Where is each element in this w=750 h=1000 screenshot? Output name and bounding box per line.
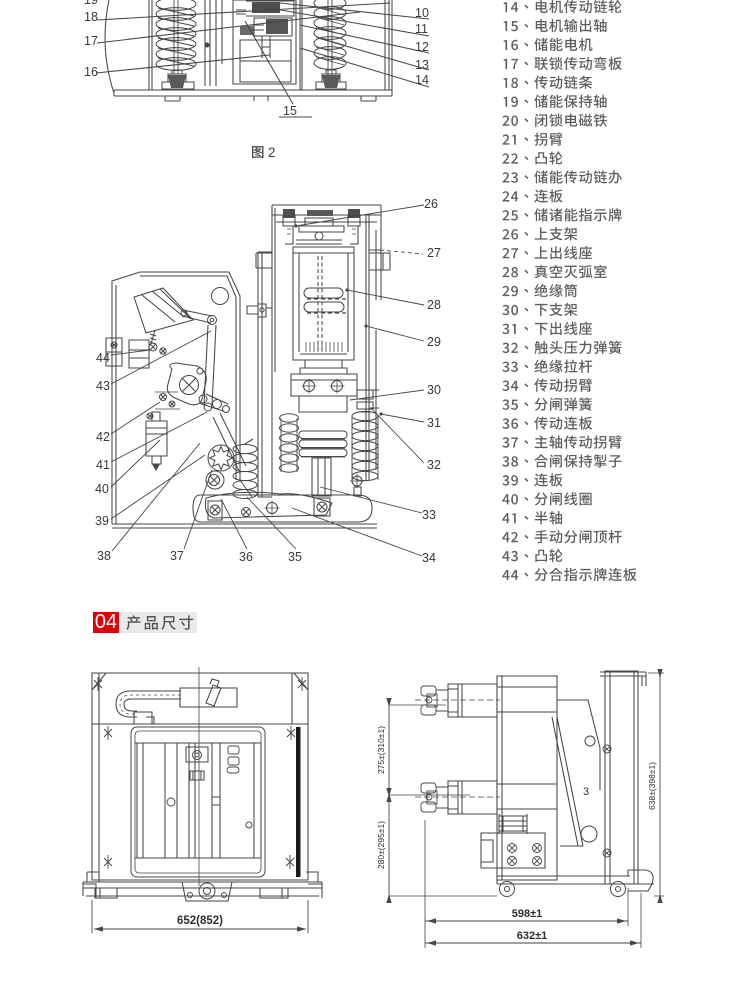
svg-text:44: 44 bbox=[96, 351, 110, 365]
svg-text:28: 28 bbox=[427, 298, 441, 312]
svg-text:280±(295±1): 280±(295±1) bbox=[376, 821, 386, 869]
svg-text:652(852): 652(852) bbox=[177, 915, 223, 927]
svg-text:11: 11 bbox=[415, 22, 428, 36]
svg-text:27: 27 bbox=[427, 246, 441, 260]
svg-text:36: 36 bbox=[239, 550, 253, 564]
svg-text:38: 38 bbox=[97, 549, 111, 563]
svg-text:42: 42 bbox=[96, 430, 110, 444]
svg-text:598±1: 598±1 bbox=[512, 908, 543, 920]
svg-text:18: 18 bbox=[84, 10, 98, 24]
svg-text:13: 13 bbox=[415, 58, 429, 72]
svg-text:32: 32 bbox=[427, 458, 441, 472]
svg-text:43: 43 bbox=[96, 379, 110, 393]
svg-text:2: 2 bbox=[268, 145, 276, 160]
svg-text:15: 15 bbox=[283, 104, 297, 118]
svg-text:31: 31 bbox=[427, 416, 441, 430]
svg-text:35: 35 bbox=[288, 550, 302, 564]
svg-text:26: 26 bbox=[424, 197, 438, 211]
svg-text:275±(310±1): 275±(310±1) bbox=[376, 726, 386, 774]
svg-text:33: 33 bbox=[422, 508, 436, 522]
svg-text:12: 12 bbox=[415, 40, 429, 54]
svg-text:40: 40 bbox=[95, 482, 109, 496]
svg-text:638±(398±1): 638±(398±1) bbox=[647, 762, 657, 810]
svg-text:29: 29 bbox=[427, 335, 441, 349]
svg-text:39: 39 bbox=[95, 514, 109, 528]
svg-text:30: 30 bbox=[427, 383, 441, 397]
svg-text:37: 37 bbox=[170, 549, 184, 563]
svg-text:41: 41 bbox=[96, 458, 110, 472]
svg-text:16: 16 bbox=[84, 65, 98, 79]
svg-text:14: 14 bbox=[415, 73, 429, 87]
svg-text:10: 10 bbox=[415, 6, 429, 20]
svg-text:34: 34 bbox=[422, 551, 436, 565]
svg-text:19: 19 bbox=[84, 0, 98, 7]
svg-text:17: 17 bbox=[84, 34, 98, 48]
svg-text:632±1: 632±1 bbox=[517, 930, 548, 942]
svg-text:3: 3 bbox=[583, 786, 589, 798]
